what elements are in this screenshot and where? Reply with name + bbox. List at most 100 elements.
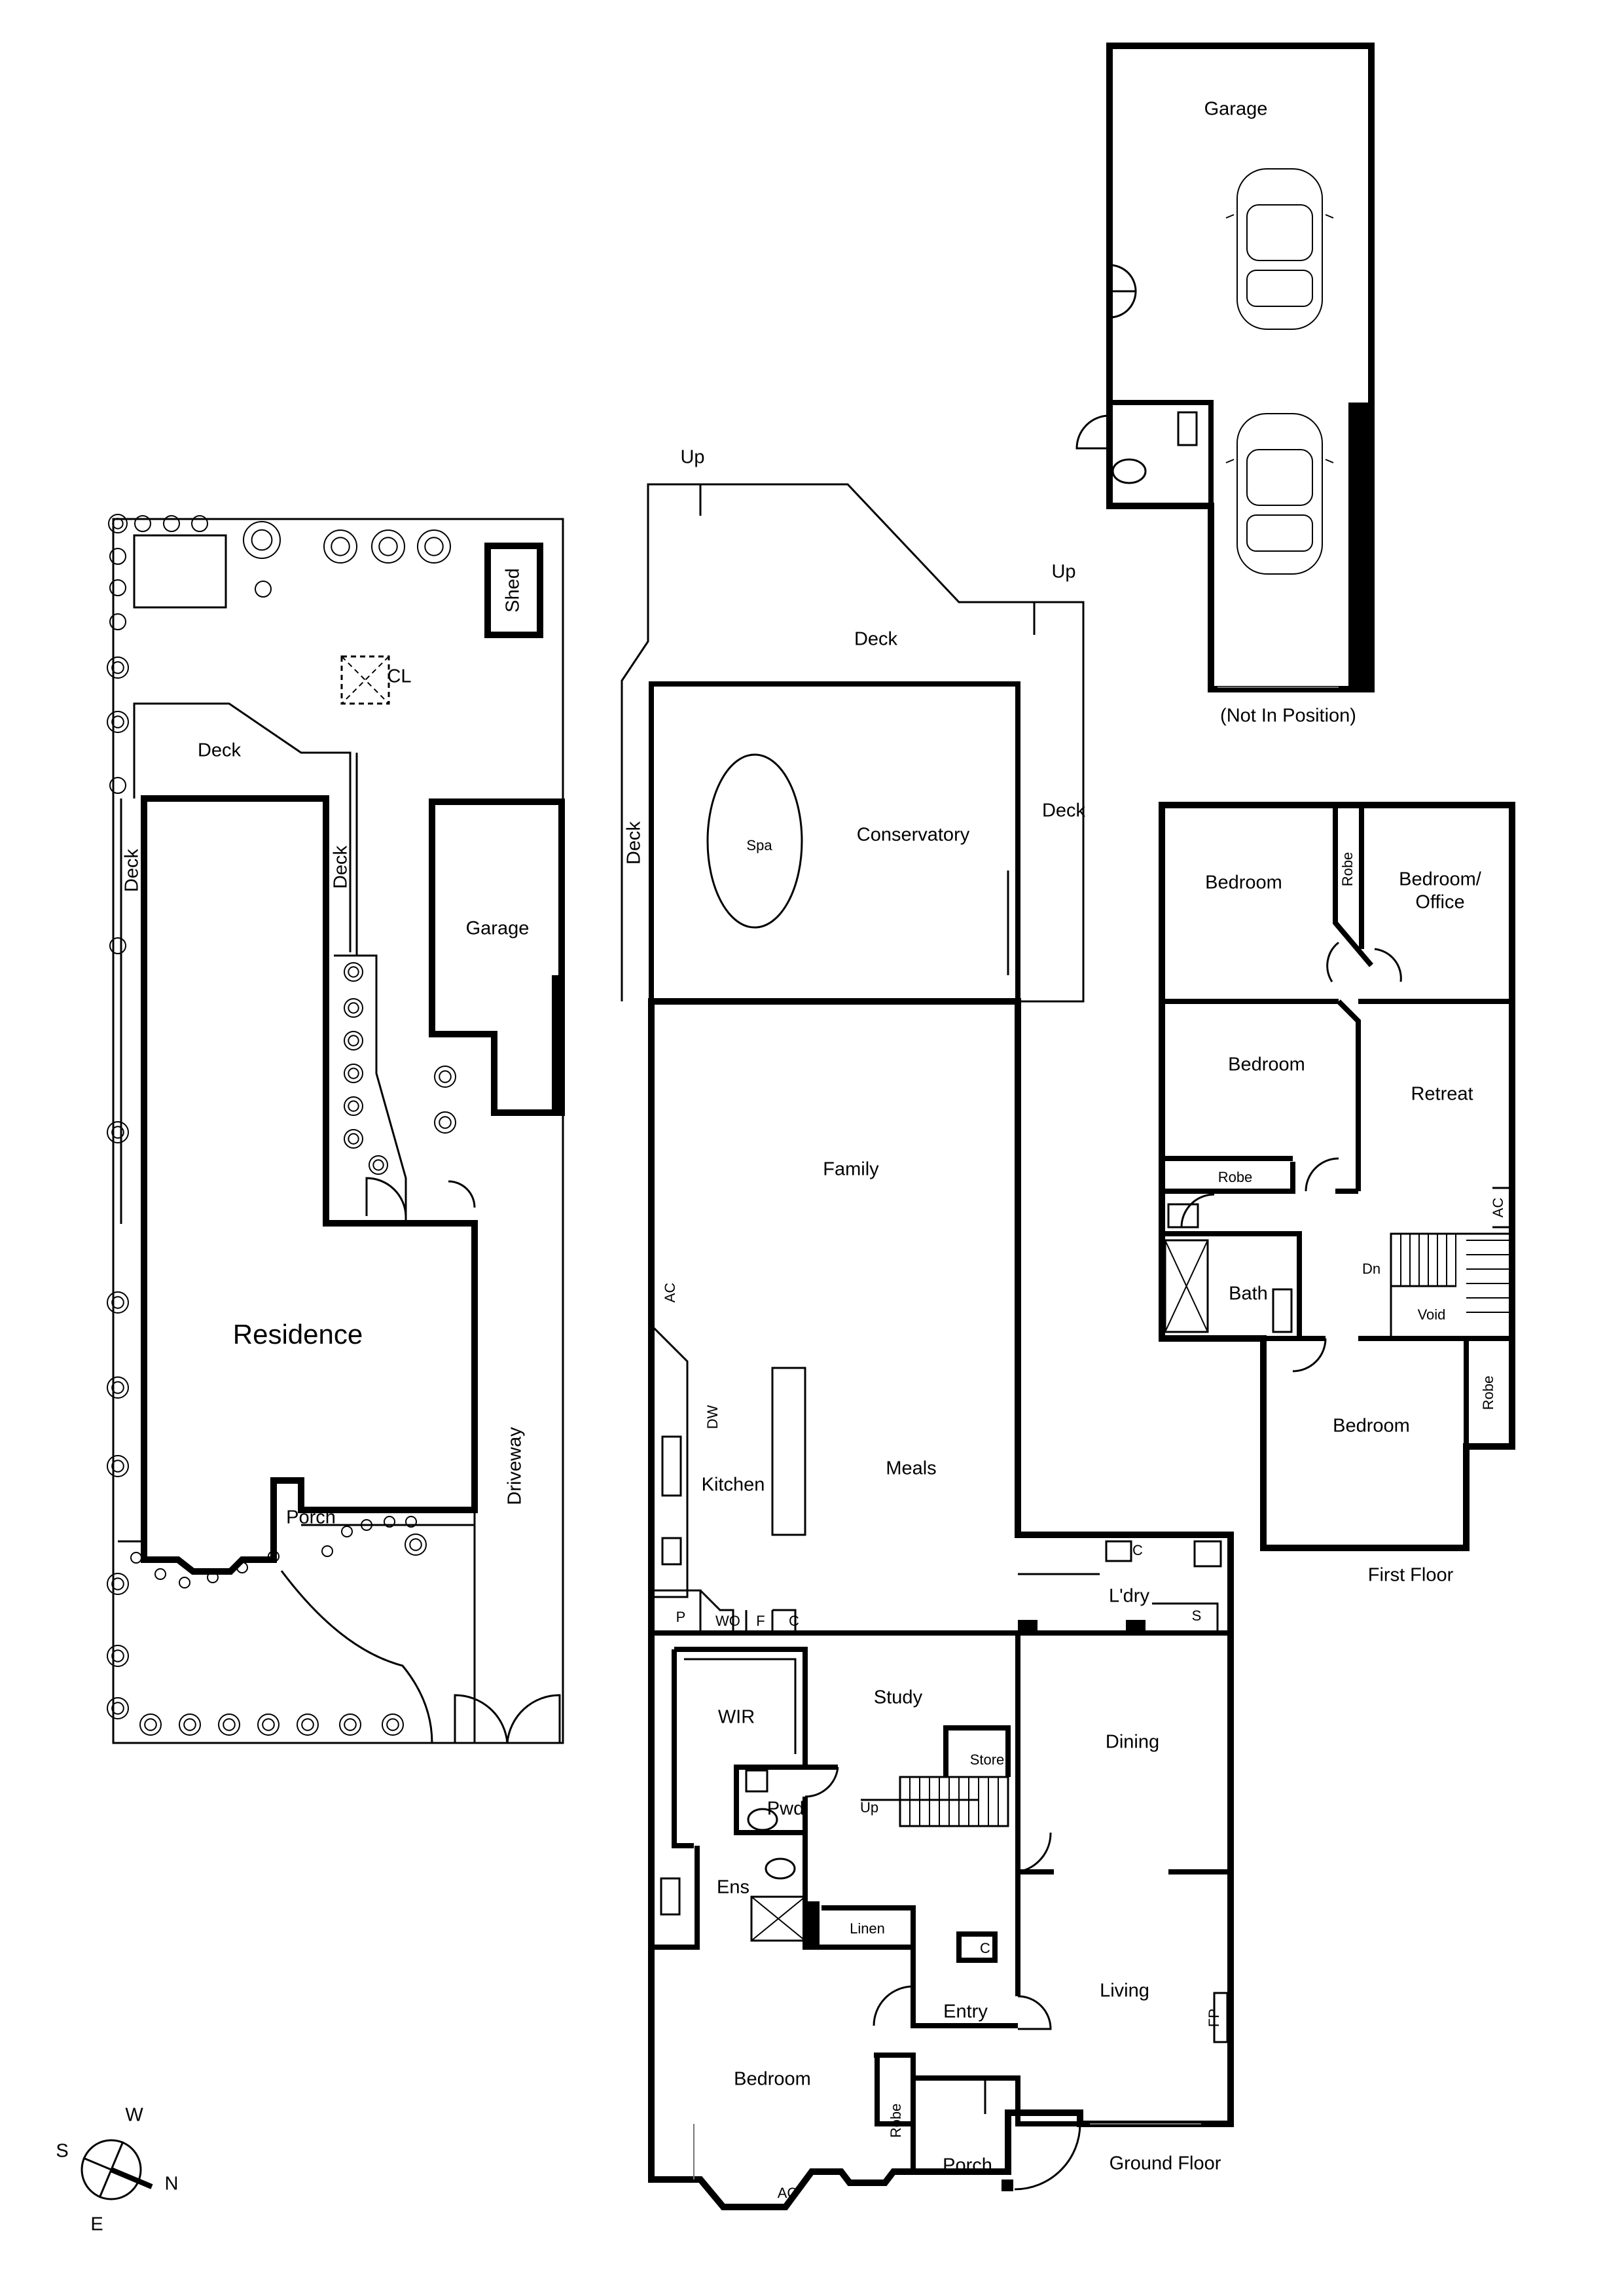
site-deck-mid-label: Deck — [331, 845, 352, 889]
ff-robe1-label: Robe — [1339, 852, 1356, 887]
gf-dining-label: Dining — [1106, 1732, 1159, 1753]
tree-icon — [339, 1713, 361, 1736]
gf-store-label: Store — [970, 1751, 1005, 1768]
site-boundary — [112, 518, 564, 1744]
tree-icon — [107, 1697, 129, 1719]
tree-icon — [107, 1455, 129, 1477]
tree-icon — [134, 515, 151, 532]
tree-icon — [382, 1713, 404, 1736]
first-floor-caption: First Floor — [1368, 1565, 1454, 1586]
site-residence-label: Residence — [233, 1319, 363, 1350]
compass-e: E — [90, 2214, 103, 2235]
tree-icon — [434, 1111, 456, 1134]
tree-icon — [163, 515, 180, 532]
gf-meals-label: Meals — [886, 1458, 936, 1479]
gf-ac-family-label: AC — [662, 1283, 678, 1303]
detached-garage-plan: Garage (Not In Position) — [1075, 43, 1375, 726]
tree-icon — [107, 1645, 129, 1667]
tree-icon — [344, 1031, 363, 1050]
site-clothesline-label: CL — [387, 666, 411, 687]
tree-icon — [344, 962, 363, 982]
ff-bedroom3-label: Bedroom — [1333, 1416, 1410, 1437]
site-driveway-label: Driveway — [505, 1427, 526, 1505]
first-floor-walls — [1159, 802, 1515, 1551]
site-trees — [107, 514, 456, 1736]
compass-w: W — [125, 2105, 143, 2126]
path-curve — [280, 1570, 433, 1744]
kitchen-island — [771, 1367, 806, 1536]
site-garage-outline — [429, 798, 565, 1116]
garden-bed — [133, 534, 227, 609]
tree-icon — [109, 613, 126, 630]
tree-icon — [417, 529, 451, 564]
gf-laundry-s-label: S — [1192, 1607, 1202, 1624]
detached-garage-note: (Not In Position) — [1220, 706, 1356, 726]
tree-icon — [361, 1519, 372, 1531]
tree-icon — [108, 514, 128, 533]
tree-icon — [109, 548, 126, 565]
ff-robe2-label: Robe — [1218, 1169, 1253, 1185]
gf-living-label: Living — [1100, 1981, 1149, 2001]
gate-left — [454, 1694, 509, 1744]
tree-icon — [405, 1534, 427, 1556]
tree-icon — [297, 1713, 319, 1736]
ff-office-label-line1: Bedroom/ — [1399, 869, 1482, 890]
compass-n: N — [165, 2174, 179, 2195]
tree-icon — [107, 1291, 129, 1314]
tree-icon — [344, 1064, 363, 1083]
tree-icon — [405, 1516, 417, 1528]
site-deck-top-label: Deck — [198, 740, 242, 761]
gf-up-left-label: Up — [680, 447, 704, 468]
gf-spa-label: Spa — [746, 837, 772, 853]
tree-icon — [107, 1121, 129, 1143]
gf-laundry-cupboard-label: C — [1132, 1542, 1143, 1558]
tree-icon — [257, 1713, 280, 1736]
gf-kitchen-label: Kitchen — [702, 1475, 765, 1496]
tree-icon — [154, 1568, 166, 1580]
gf-deck-label: Deck — [854, 629, 898, 650]
site-deck-left-label: Deck — [122, 848, 143, 892]
tree-icon — [268, 1551, 280, 1562]
tree-icon — [179, 1713, 201, 1736]
tree-icon — [434, 1066, 456, 1088]
gf-study-label: Study — [874, 1687, 923, 1708]
gf-family-label: Family — [823, 1159, 879, 1180]
ground-stairs — [861, 1776, 1009, 1827]
first-floor-stairs — [1390, 1232, 1513, 1340]
compass-icon: W S N E — [56, 2105, 178, 2235]
tree-icon — [243, 521, 281, 559]
shed-outline — [484, 543, 543, 638]
site-porch-label: Porch — [286, 1507, 336, 1528]
tree-icon — [341, 1526, 353, 1537]
site-shed-label: Shed — [503, 568, 524, 613]
ff-bedroom2-label: Bedroom — [1228, 1054, 1305, 1075]
tree-icon — [139, 1713, 162, 1736]
ff-ac-label: AC — [1490, 1198, 1506, 1218]
gf-pwd-label: Pwd — [767, 1799, 804, 1820]
gf-up-stairs-label: Up — [860, 1799, 878, 1816]
tree-icon — [107, 711, 129, 733]
tree-icon — [179, 1577, 190, 1588]
tree-icon — [107, 1573, 129, 1595]
gf-deck-left-label: Deck — [624, 821, 645, 865]
tree-icon — [323, 529, 357, 564]
tree-icon — [344, 1096, 363, 1116]
gf-fp-label: FP — [1206, 2009, 1222, 2027]
car-icon — [1225, 168, 1334, 330]
tree-icon — [369, 1155, 388, 1175]
gf-pantry-label: P — [676, 1609, 686, 1625]
car-icon — [1225, 413, 1334, 575]
tree-icon — [371, 529, 405, 564]
gf-robe-label: Robe — [888, 2104, 904, 2138]
ff-office-label-line2: Office — [1415, 892, 1464, 913]
clothesline-box — [340, 655, 390, 705]
gf-up-right-label: Up — [1051, 562, 1075, 583]
ff-bath-label: Bath — [1229, 1283, 1268, 1304]
gf-cupboard-entry-label: C — [980, 1940, 990, 1956]
first-floor-plan: Bedroom Robe Bedroom/ Office Bedroom Ret… — [1159, 802, 1515, 1586]
tree-icon — [344, 1129, 363, 1149]
ff-bedroom1-label: Bedroom — [1205, 872, 1282, 893]
back-deck-outline — [621, 483, 1085, 1003]
tree-icon — [384, 1516, 395, 1528]
